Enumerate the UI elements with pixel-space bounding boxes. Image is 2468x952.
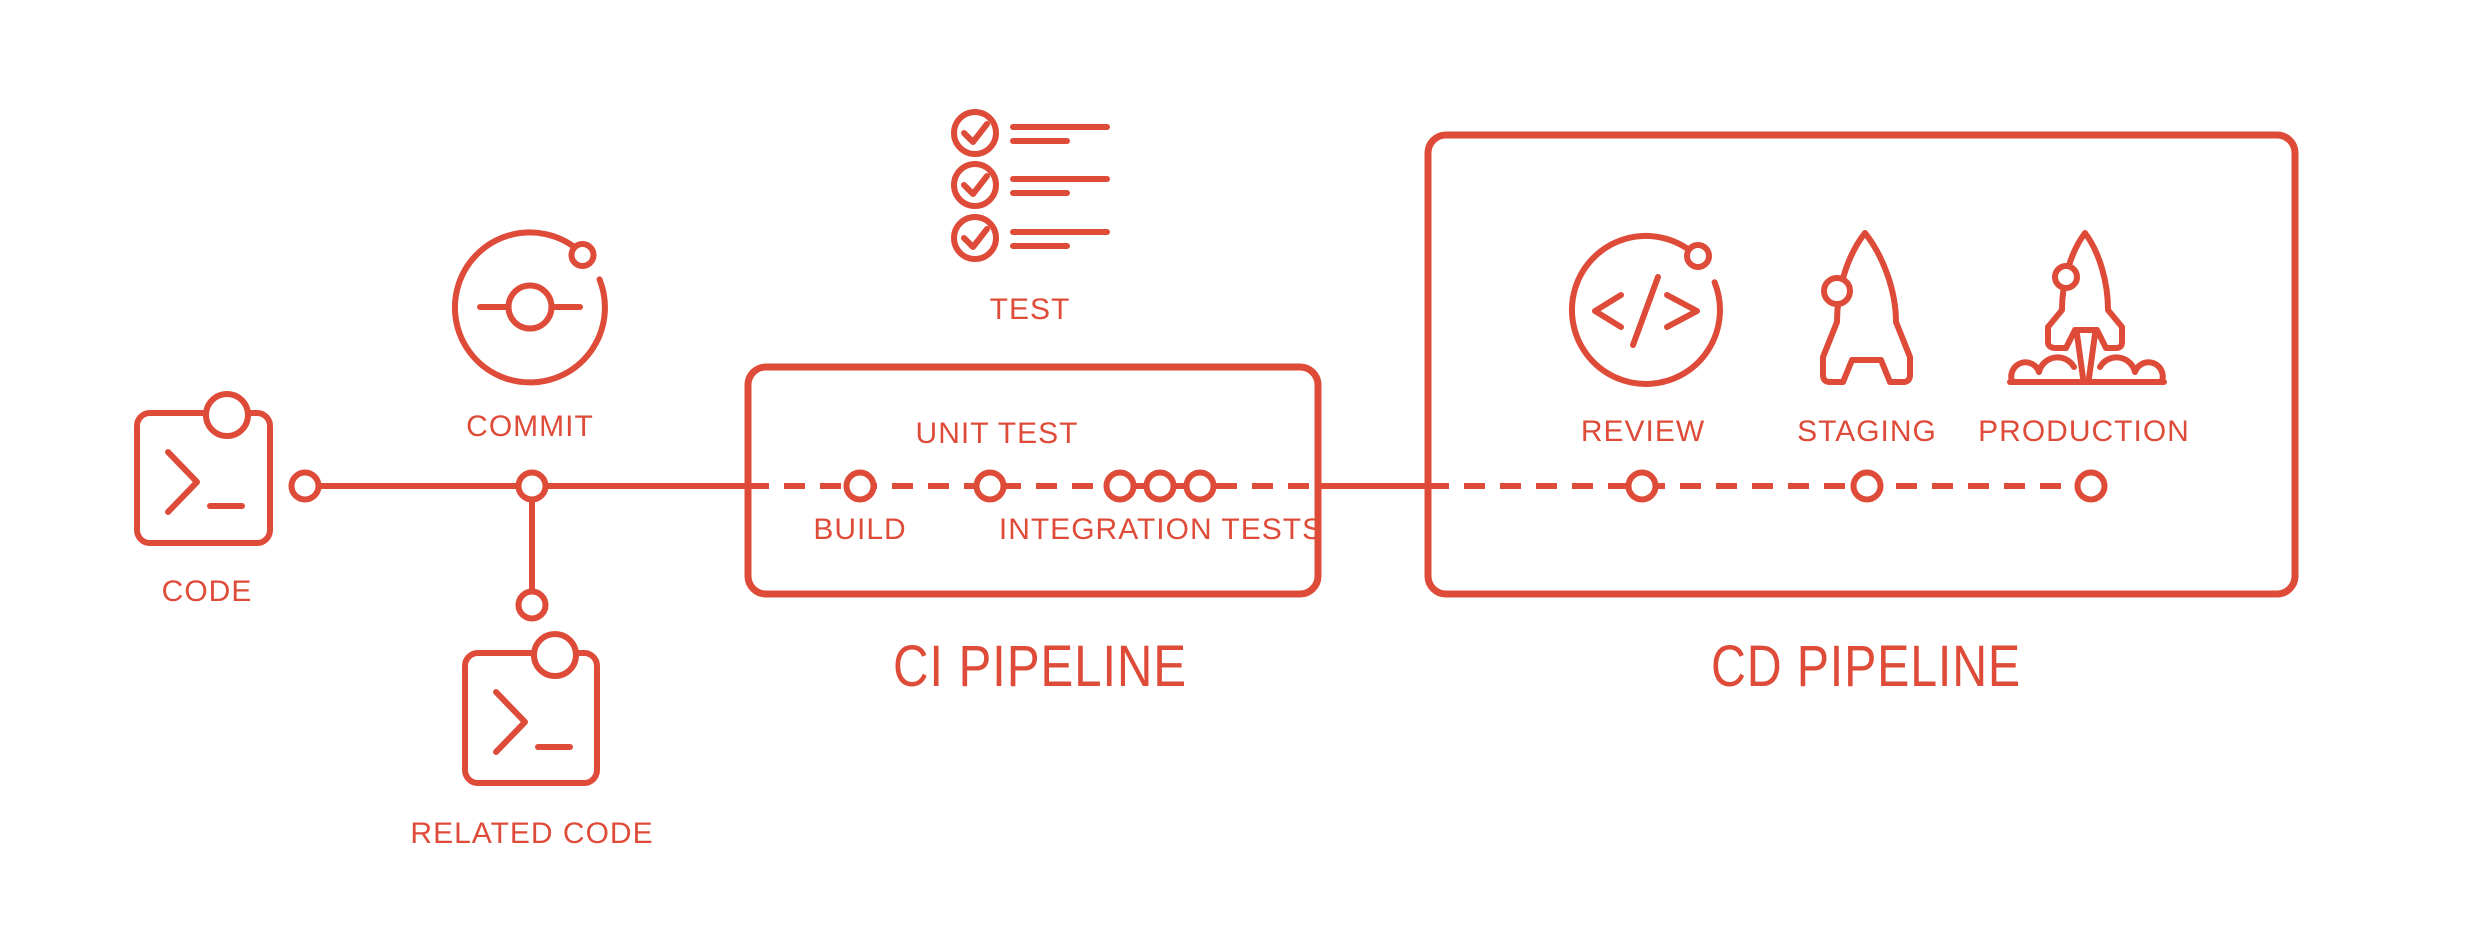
ci-pipeline-box	[744, 363, 1322, 598]
rocket-body	[1820, 230, 1913, 385]
staging-label: STAGING	[1797, 415, 1937, 448]
check-circle	[951, 109, 999, 157]
review-label: REVIEW	[1581, 415, 1705, 448]
cd-pipeline-title: CD PIPELINE	[1711, 634, 2021, 699]
test-label: TEST	[990, 293, 1071, 326]
smoke-cloud-left	[2008, 354, 2077, 384]
commit-node-circle	[505, 282, 555, 332]
prompt-chevron	[165, 449, 200, 515]
node-review	[1625, 469, 1659, 503]
terminal-code-icon	[134, 391, 273, 546]
commit-orbit-arc	[451, 229, 608, 386]
build-label: BUILD	[813, 513, 906, 546]
exhaust-leg-right	[2086, 331, 2098, 381]
production-label: PRODUCTION	[1978, 415, 2190, 448]
node-production	[2074, 469, 2108, 503]
check-mark	[961, 226, 990, 250]
node-commit	[515, 469, 549, 503]
related-code-terminal-icon	[462, 631, 600, 786]
checklist-icon	[951, 109, 1110, 262]
related-code-frame	[462, 650, 600, 786]
review-orbit-arc	[1568, 232, 1723, 387]
rocket-window	[1821, 275, 1853, 307]
related-code-badge-circle	[531, 631, 579, 679]
ci-pipeline-title: CI PIPELINE	[893, 634, 1187, 699]
commit-label: COMMIT	[466, 410, 594, 443]
node-code	[288, 469, 322, 503]
angle-bracket-left	[1592, 292, 1624, 330]
node-build	[843, 469, 877, 503]
unit-test-label: UNIT TEST	[916, 417, 1079, 450]
integration-tests-label: INTEGRATION TESTS	[999, 513, 1323, 546]
code-review-icon	[1568, 232, 1723, 387]
code-badge-circle	[203, 391, 251, 439]
check-mark	[961, 121, 990, 145]
rocket-body	[2045, 230, 2125, 351]
node-staging	[1850, 469, 1884, 503]
check-circle	[951, 214, 999, 262]
smoke-cloud-right	[2097, 354, 2166, 384]
git-commit-icon	[451, 229, 608, 386]
exhaust-leg-left	[2074, 331, 2086, 381]
check-circle	[951, 161, 999, 209]
rocket-icon	[1820, 230, 1913, 385]
rocket-launch-icon	[2007, 230, 2167, 385]
commit-satellite-circle	[568, 241, 597, 269]
node-integration-1	[1103, 469, 1137, 503]
angle-bracket-right	[1664, 292, 1700, 330]
node-related-code	[515, 588, 549, 622]
prompt-chevron	[493, 689, 528, 755]
check-mark	[961, 173, 990, 197]
rocket-window	[2052, 263, 2080, 291]
code-slash	[1630, 274, 1661, 348]
related-code-label: RELATED CODE	[410, 817, 653, 850]
cd-pipeline-box	[1424, 131, 2299, 598]
node-integration-3	[1183, 469, 1217, 503]
review-satellite-circle	[1684, 242, 1712, 270]
node-unit-test	[973, 469, 1007, 503]
code-frame	[134, 410, 273, 546]
pipeline-nodes	[288, 469, 2108, 622]
node-integration-2	[1143, 469, 1177, 503]
code-label: CODE	[162, 575, 253, 608]
